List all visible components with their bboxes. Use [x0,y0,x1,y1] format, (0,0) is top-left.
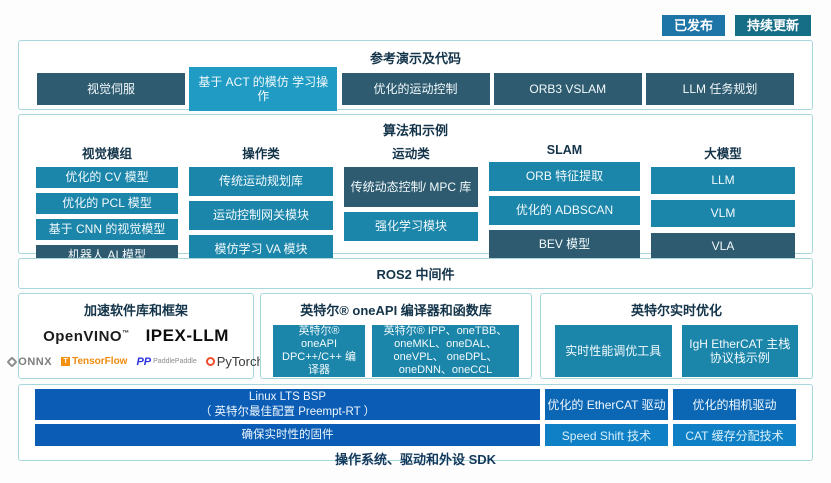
onnx-logo: ONNX [6,355,52,368]
bar-realtime-firmware: 确保实时性的固件 [35,424,540,446]
tensorflow-icon: T [61,357,71,366]
section-ros2-middleware: ROS2 中间件 [18,258,813,289]
panel-accelerated-libraries: 加速软件库和框架 OpenVINO™ IPEX-LLM ONNX T Tenso… [6,293,264,379]
algorithm-columns: 视觉模组 优化的 CV 模型 优化的 PCL 模型 基于 CNN 的视觉模型 机… [19,141,812,266]
logo-row-bottom: ONNX T TensorFlow PP PaddlePaddle PyTorc… [6,354,264,369]
openvino-logo: OpenVINO™ [43,328,130,345]
manipulation-box-stack: 传统运动规划库 运动控制网关模块 模仿学习 VA 模块 [189,167,333,264]
panel-title-realtime: 英特尔实时优化 [630,303,722,318]
section-title-reference-demos: 参考演示及代码 [369,51,461,66]
linux-bsp-line2: （ 英特尔最佳配置 Preempt-RT ） [199,405,376,418]
panel-oneapi: 英特尔® oneAPI 编译器和函数库 英特尔® oneAPI DPC++/C+… [260,293,532,379]
box-bev-model: BEV 模型 [489,230,640,259]
column-header-manipulation: 操作类 [242,147,280,161]
column-header-large-models: 大模型 [704,147,742,161]
box-reinforcement-learning: 强化学习模块 [344,212,478,241]
box-cat-cache: CAT 缓存分配技术 [673,424,796,446]
pytorch-logo: PyTorch [205,354,264,369]
os-row-bsp: Linux LTS BSP （ 英特尔最佳配置 Preempt-RT ） 优化的… [35,389,796,420]
column-vision-modules: 视觉模组 优化的 CV 模型 优化的 PCL 模型 基于 CNN 的视觉模型 机… [36,141,178,266]
panel-title-oneapi: 英特尔® oneAPI 编译器和函数库 [300,303,492,318]
slam-box-stack: ORB 特征提取 优化的 ADBSCAN BEV 模型 [489,162,640,259]
demo-box-visual-servo: 视觉伺服 [37,73,185,105]
column-motion: 运动类 传统动态控制/ MPC 库 强化学习模块 [344,141,478,266]
linux-bsp-line1: Linux LTS BSP [248,391,327,404]
column-manipulation: 操作类 传统运动规划库 运动控制网关模块 模仿学习 VA 模块 [189,141,333,266]
box-oneapi-compiler: 英特尔® oneAPI DPC++/C++ 编译器 [273,325,365,377]
oneapi-boxes: 英特尔® oneAPI DPC++/C++ 编译器 英特尔® IPP、oneTB… [261,325,531,377]
large-model-box-stack: LLM VLM VLA [651,167,795,260]
os-row-firmware: 确保实时性的固件 Speed Shift 技术 CAT 缓存分配技术 [35,424,796,446]
column-header-slam: SLAM [546,143,583,157]
paddlepaddle-logo: PP PaddlePaddle [136,355,197,368]
pytorch-flame-icon [205,357,215,366]
box-rt-tuning-tools: 实时性能调优工具 [555,325,672,377]
section-os-sdk: Linux LTS BSP （ 英特尔最佳配置 Preempt-RT ） 优化的… [18,384,813,467]
tensorflow-logo: T TensorFlow [61,356,127,367]
demo-box-llm-task-planning: LLM 任务规划 [646,73,794,105]
demo-box-act-imitation: 基于 ACT 的模仿 学习操作 [189,67,338,111]
box-llm: LLM [651,167,795,194]
realtime-boxes: 实时性能调优工具 IgH EtherCAT 主栈协议栈示例 [541,325,812,377]
ipex-llm-logo: IPEX-LLM [145,326,229,345]
released-badge: 已发布 [661,15,725,36]
box-camera-driver: 优化的相机驱动 [673,389,796,420]
box-motion-gateway: 运动控制网关模块 [189,201,333,230]
paddlepaddle-icon: PP [136,355,152,368]
box-adbscan: 优化的 ADBSCAN [489,196,640,225]
os-sdk-grid: Linux LTS BSP （ 英特尔最佳配置 Preempt-RT ） 优化的… [35,389,796,446]
demo-box-motion-control: 优化的运动控制 [341,73,490,105]
continuous-update-badge: 持续更新 [734,15,811,36]
box-speed-shift: Speed Shift 技术 [545,424,668,446]
panel-title-accelerated-libraries: 加速软件库和框架 [83,303,188,318]
panel-realtime-optimization: 英特尔实时优化 实时性能调优工具 IgH EtherCAT 主栈协议栈示例 [540,293,813,379]
bar-linux-lts-bsp: Linux LTS BSP （ 英特尔最佳配置 Preempt-RT ） [35,389,540,420]
box-vla: VLA [651,233,795,260]
box-oneapi-libraries: 英特尔® IPP、oneTBB、 oneMKL、oneDAL、oneVPL、 o… [372,325,519,377]
motion-box-stack: 传统动态控制/ MPC 库 强化学习模块 [344,167,478,241]
trademark-mark: ™ [122,330,130,337]
demo-box-orb3-vslam: ORB3 VSLAM [493,73,642,105]
ros2-middleware-label: ROS2 中间件 [376,267,455,282]
box-vlm: VLM [651,200,795,227]
logo-row-top: OpenVINO™ IPEX-LLM [19,326,253,346]
column-slam: SLAM ORB 特征提取 优化的 ADBSCAN BEV 模型 [489,141,640,266]
box-cnn-model: 基于 CNN 的视觉模型 [36,219,178,240]
box-orb-features: ORB 特征提取 [489,162,640,191]
status-badges: 已发布 持续更新 [661,15,811,36]
box-igh-ethercat-stack: IgH EtherCAT 主栈协议栈示例 [681,325,798,377]
section-reference-demos: 参考演示及代码 视觉伺服 基于 ACT 的模仿 学习操作 优化的运动控制 ORB… [18,40,813,111]
box-ethercat-driver: 优化的 EtherCAT 驱动 [545,389,668,420]
vision-box-stack: 优化的 CV 模型 优化的 PCL 模型 基于 CNN 的视觉模型 机器人 AI… [36,167,178,266]
box-motion-planning-lib: 传统运动规划库 [189,167,333,196]
demo-boxes-row: 视觉伺服 基于 ACT 的模仿 学习操作 优化的运动控制 ORB3 VSLAM … [19,67,812,111]
box-cv-model: 优化的 CV 模型 [36,167,178,188]
column-header-vision: 视觉模组 [81,147,132,161]
column-header-motion: 运动类 [392,147,430,161]
onnx-icon [6,355,18,368]
os-sdk-title: 操作系统、驱动和外设 SDK [334,452,497,467]
box-pcl-model: 优化的 PCL 模型 [36,193,178,214]
column-large-models: 大模型 LLM VLM VLA [651,141,795,266]
section-title-algorithms: 算法和示例 [382,123,448,138]
box-mpc-lib: 传统动态控制/ MPC 库 [344,167,478,207]
section-algorithms: 算法和示例 视觉模组 优化的 CV 模型 优化的 PCL 模型 基于 CNN 的… [18,114,813,266]
